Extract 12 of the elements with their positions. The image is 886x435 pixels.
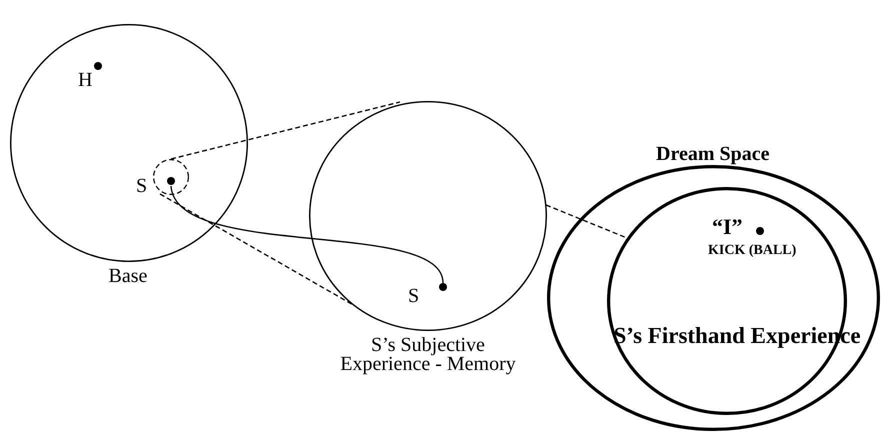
region-title: Dream Space — [656, 144, 770, 164]
action-label: KICK (BALL) — [708, 244, 796, 258]
point-label: H — [78, 70, 92, 90]
point-label: S — [136, 176, 148, 196]
base-label: Base — [108, 266, 148, 286]
dashed-line — [546, 204, 628, 239]
dashed-line — [160, 193, 356, 307]
dashed-line — [170, 101, 400, 160]
region-label: S’s Subjective Experience - Memory — [339, 336, 517, 374]
point-label: “I” — [712, 216, 743, 238]
point-label: S — [408, 286, 420, 306]
curved-line — [170, 186, 444, 284]
